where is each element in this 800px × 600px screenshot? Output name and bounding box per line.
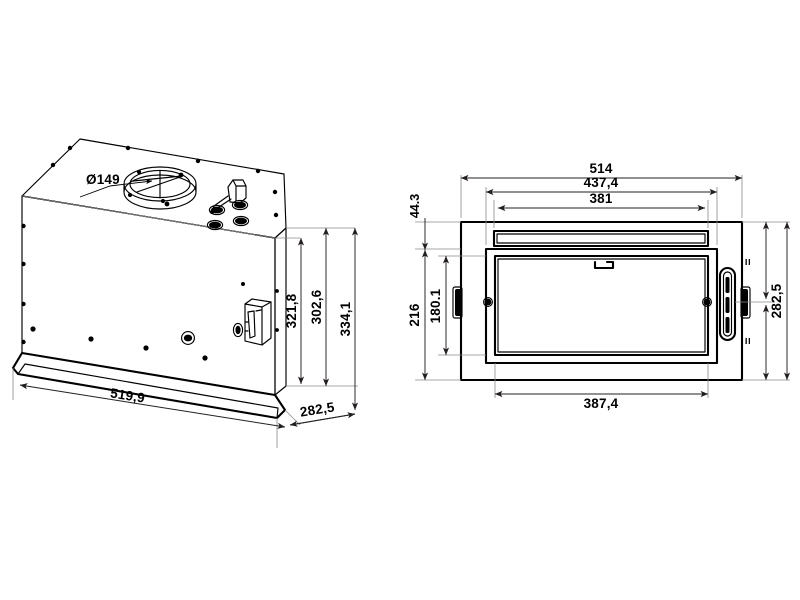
dim-label-216: 216: [407, 303, 422, 326]
duct-diameter-callout: Ø149: [79, 172, 153, 198]
dim-label-282-5-iso: 282,5: [299, 399, 336, 419]
dim-front-381: 381: [497, 191, 706, 212]
isometric-view: 321,8 302,6 334,1 282,5 519,9 Ø149: [11, 138, 359, 448]
dim-label-381: 381: [589, 191, 612, 206]
dim-iso-282-5: 282,5: [289, 399, 356, 427]
dim-front-180-1: 180.1: [428, 255, 450, 356]
cable-gland-fitting: [210, 179, 247, 214]
callout-label-diameter: Ø149: [86, 172, 120, 187]
dim-front-437-4: 437,4: [485, 175, 718, 196]
equal-mark-upper: =: [741, 258, 755, 265]
dim-front-44-3: 44.3: [408, 194, 429, 251]
dim-label-437-4: 437,4: [584, 175, 619, 190]
dim-front-216: 216: [407, 249, 429, 381]
iso-switch-box: [241, 282, 272, 346]
dim-label-514: 514: [589, 161, 612, 176]
dim-label-387-4: 387,4: [584, 396, 619, 411]
dim-label-44-3: 44.3: [408, 194, 422, 218]
dim-iso-519-9: 519,9: [19, 383, 286, 429]
right-tab: [740, 286, 751, 319]
dim-label-519-9: 519,9: [109, 385, 146, 405]
dim-front-514: 514: [460, 161, 743, 182]
dim-label-321-8: 321,8: [284, 293, 299, 328]
iso-top-face: [21, 138, 287, 239]
dim-label-180-1: 180.1: [428, 288, 443, 323]
dim-label-334-1: 334,1: [338, 301, 353, 336]
dim-iso-302-6: 302,6: [309, 227, 330, 387]
equal-mark-lower: =: [741, 337, 755, 344]
control-button-1: [725, 277, 730, 293]
left-tab: [452, 286, 463, 319]
dim-front-387-4: 387,4: [494, 390, 709, 411]
dim-front-282-5: 282,5: [769, 221, 791, 381]
grease-filter-slot: [492, 229, 710, 248]
control-button-3: [725, 317, 730, 333]
dim-label-282-5-front: 282,5: [769, 283, 784, 318]
dim-front-equal-divisions: = =: [741, 221, 770, 381]
dim-iso-334-1: 334,1: [338, 227, 359, 411]
front-view: 514 437,4 381 44.3 216 180.1: [407, 161, 791, 411]
brand-mark: [593, 260, 615, 270]
dim-iso-321-8: 321,8: [284, 237, 305, 385]
control-button-2: [725, 297, 730, 313]
dim-label-302-6: 302,6: [309, 289, 324, 324]
control-panel: [718, 266, 737, 342]
right-screw: [702, 297, 712, 307]
left-screw: [483, 297, 493, 307]
iso-top-knockouts: [206, 199, 250, 231]
